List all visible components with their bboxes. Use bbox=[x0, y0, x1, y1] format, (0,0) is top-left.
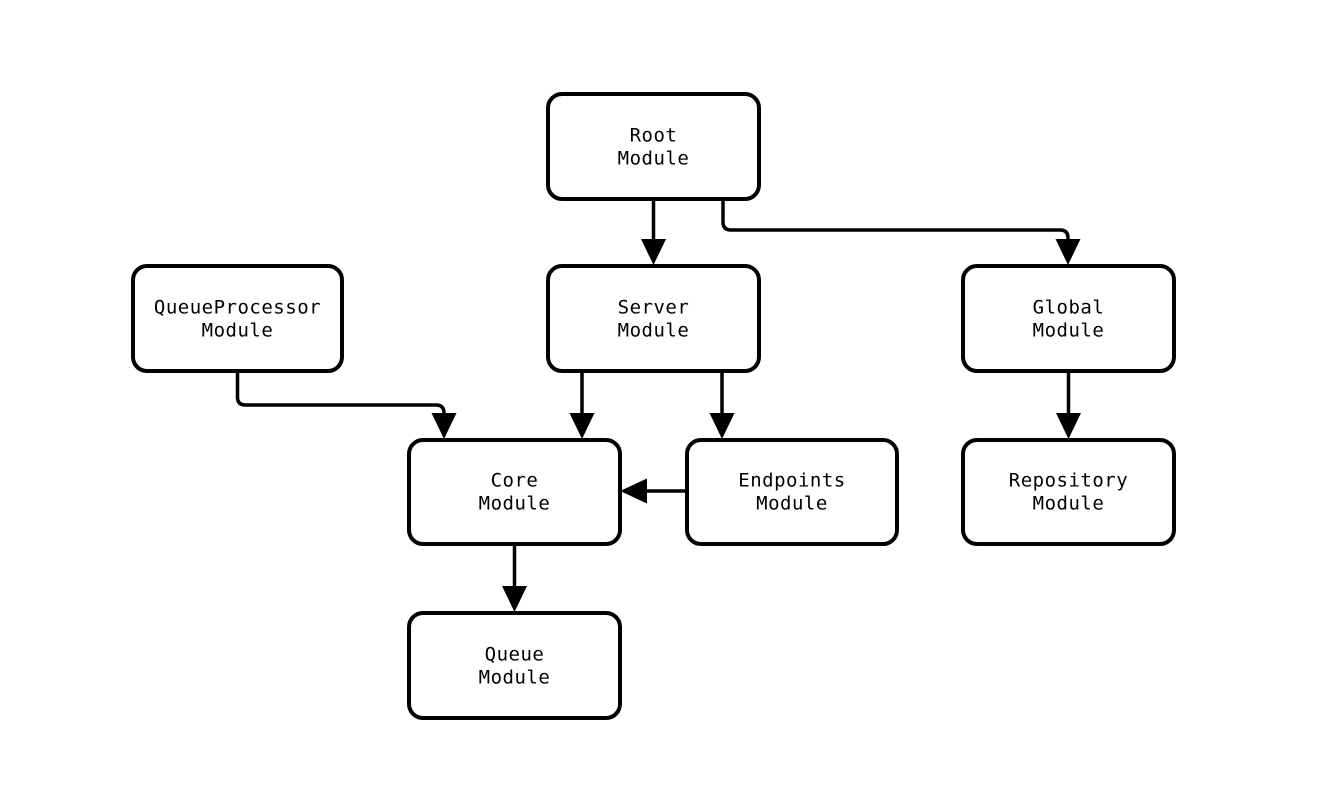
node-endpoints-module[interactable]: Endpoints Module bbox=[685, 438, 899, 546]
node-label-line1: Core bbox=[491, 470, 539, 492]
node-queue-module[interactable]: Queue Module bbox=[407, 611, 622, 720]
node-box[interactable] bbox=[961, 438, 1176, 546]
node-label-line2: Module bbox=[479, 667, 551, 689]
arrow-head-icon bbox=[502, 586, 527, 612]
node-label-line2: Module bbox=[479, 493, 551, 515]
node-label-line2: Module bbox=[1033, 493, 1105, 515]
edge-global-to-repository bbox=[1056, 371, 1081, 439]
node-box[interactable] bbox=[546, 264, 761, 373]
node-global-module[interactable]: Global Module bbox=[961, 264, 1176, 373]
node-label-line1: Root bbox=[630, 125, 678, 147]
arrow-head-icon bbox=[1056, 413, 1081, 439]
arrow-head-icon bbox=[431, 413, 457, 439]
node-label-line1: Repository bbox=[1009, 470, 1128, 492]
arrow-head-icon bbox=[709, 413, 735, 439]
node-repository-module[interactable]: Repository Module bbox=[961, 438, 1176, 546]
edge-server-to-core bbox=[569, 371, 595, 439]
node-box[interactable] bbox=[407, 611, 622, 720]
edge-server-to-endpoints bbox=[709, 371, 735, 439]
node-label-line2: Module bbox=[202, 320, 274, 342]
node-core-module[interactable]: Core Module bbox=[407, 438, 622, 546]
node-box[interactable] bbox=[407, 438, 622, 546]
edge-endpoints-to-core bbox=[620, 478, 687, 504]
node-queueprocessor-module[interactable]: QueueProcessor Module bbox=[131, 264, 344, 373]
edge-core-to-queue bbox=[502, 544, 527, 612]
edge-line bbox=[235, 371, 446, 424]
arrow-head-icon bbox=[569, 413, 595, 439]
node-label-line2: Module bbox=[1033, 320, 1105, 342]
node-box[interactable] bbox=[131, 264, 344, 373]
node-box[interactable] bbox=[685, 438, 899, 546]
node-server-module[interactable]: Server Module bbox=[546, 264, 761, 373]
arrow-head-icon bbox=[620, 478, 647, 504]
node-label-line1: Server bbox=[618, 297, 690, 319]
edge-root-to-server bbox=[641, 199, 666, 265]
edge-root-to-global bbox=[721, 199, 1081, 265]
node-label-line1: QueueProcessor bbox=[154, 297, 321, 319]
node-label-line2: Module bbox=[618, 148, 690, 170]
edge-queueprocessor-to-core bbox=[235, 371, 457, 439]
node-root-module[interactable]: Root Module bbox=[546, 92, 761, 201]
node-label-line1: Global bbox=[1033, 297, 1105, 319]
arrow-head-icon bbox=[1055, 239, 1081, 265]
node-label-line2: Module bbox=[756, 493, 828, 515]
node-box[interactable] bbox=[546, 92, 761, 201]
node-box[interactable] bbox=[961, 264, 1176, 373]
node-label-line1: Queue bbox=[485, 644, 545, 666]
arrow-head-icon bbox=[641, 239, 666, 265]
node-label-line1: Endpoints bbox=[738, 470, 845, 492]
edge-line bbox=[721, 199, 1070, 250]
node-label-line2: Module bbox=[618, 320, 690, 342]
